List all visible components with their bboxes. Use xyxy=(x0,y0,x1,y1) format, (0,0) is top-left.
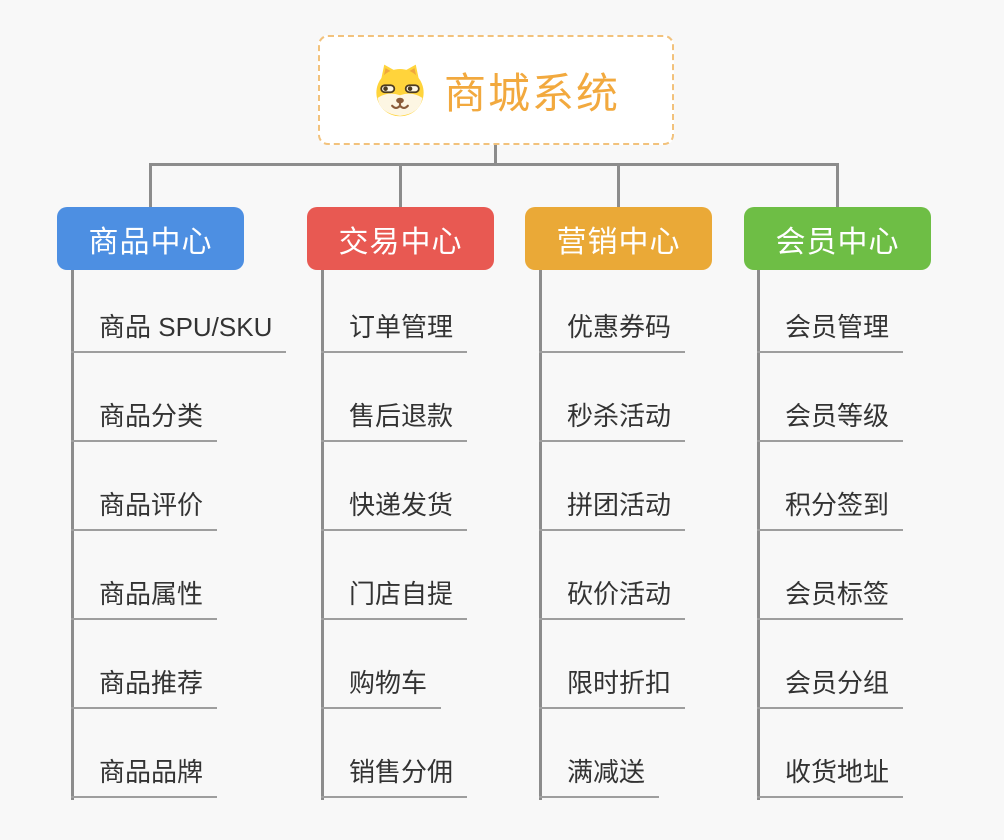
root-node-title: 商城系统 xyxy=(443,69,620,117)
leaf-node[interactable]: 快递发货 xyxy=(321,487,468,531)
leaf-node[interactable]: 购物车 xyxy=(321,665,442,709)
branch-label: 营销中心 xyxy=(556,225,681,259)
leaf-node[interactable]: 优惠券码 xyxy=(539,309,686,353)
leaf-node[interactable]: 会员标签 xyxy=(757,576,904,620)
leaf-node[interactable]: 砍价活动 xyxy=(539,576,686,620)
connector-rail xyxy=(149,163,839,166)
leaf-node[interactable]: 会员分组 xyxy=(757,665,904,709)
leaf-node[interactable]: 拼团活动 xyxy=(539,487,686,531)
leaf-node[interactable]: 订单管理 xyxy=(321,309,468,353)
root-node-mall-system[interactable]: 商城系统 xyxy=(318,35,674,145)
branch-label: 商品中心 xyxy=(88,225,213,259)
leaf-node[interactable]: 会员等级 xyxy=(757,398,904,442)
connector-branch-stem xyxy=(71,270,74,800)
branch-product-center[interactable]: 商品中心 xyxy=(57,207,244,270)
connector-drop xyxy=(149,163,152,208)
connector-drop xyxy=(836,163,839,208)
connector-branch-stem xyxy=(321,270,324,800)
leaf-node[interactable]: 商品推荐 xyxy=(71,665,218,709)
branch-label: 会员中心 xyxy=(775,225,900,259)
connector-root-stem xyxy=(494,143,497,165)
leaf-node[interactable]: 限时折扣 xyxy=(539,665,686,709)
connector-branch-stem xyxy=(539,270,542,800)
leaf-node[interactable]: 秒杀活动 xyxy=(539,398,686,442)
branch-marketing-center[interactable]: 营销中心 xyxy=(525,207,712,270)
connector-drop xyxy=(399,163,402,208)
leaf-node[interactable]: 满减送 xyxy=(539,754,660,798)
leaf-node[interactable]: 销售分佣 xyxy=(321,754,468,798)
connector-branch-stem xyxy=(757,270,760,800)
leaf-node[interactable]: 积分签到 xyxy=(757,487,904,531)
leaf-node[interactable]: 收货地址 xyxy=(757,754,904,798)
leaf-node[interactable]: 商品 SPU/SKU xyxy=(71,309,287,353)
leaf-node[interactable]: 商品品牌 xyxy=(71,754,218,798)
leaf-node[interactable]: 会员管理 xyxy=(757,309,904,353)
leaf-node[interactable]: 商品属性 xyxy=(71,576,218,620)
branch-label: 交易中心 xyxy=(338,225,463,259)
branch-trade-center[interactable]: 交易中心 xyxy=(307,207,494,270)
branch-member-center[interactable]: 会员中心 xyxy=(744,207,931,270)
leaf-node[interactable]: 商品分类 xyxy=(71,398,218,442)
connector-drop xyxy=(617,163,620,208)
leaf-node[interactable]: 商品评价 xyxy=(71,487,218,531)
shiba-dog-icon xyxy=(376,64,424,117)
leaf-node[interactable]: 售后退款 xyxy=(321,398,468,442)
leaf-node[interactable]: 门店自提 xyxy=(321,576,468,620)
